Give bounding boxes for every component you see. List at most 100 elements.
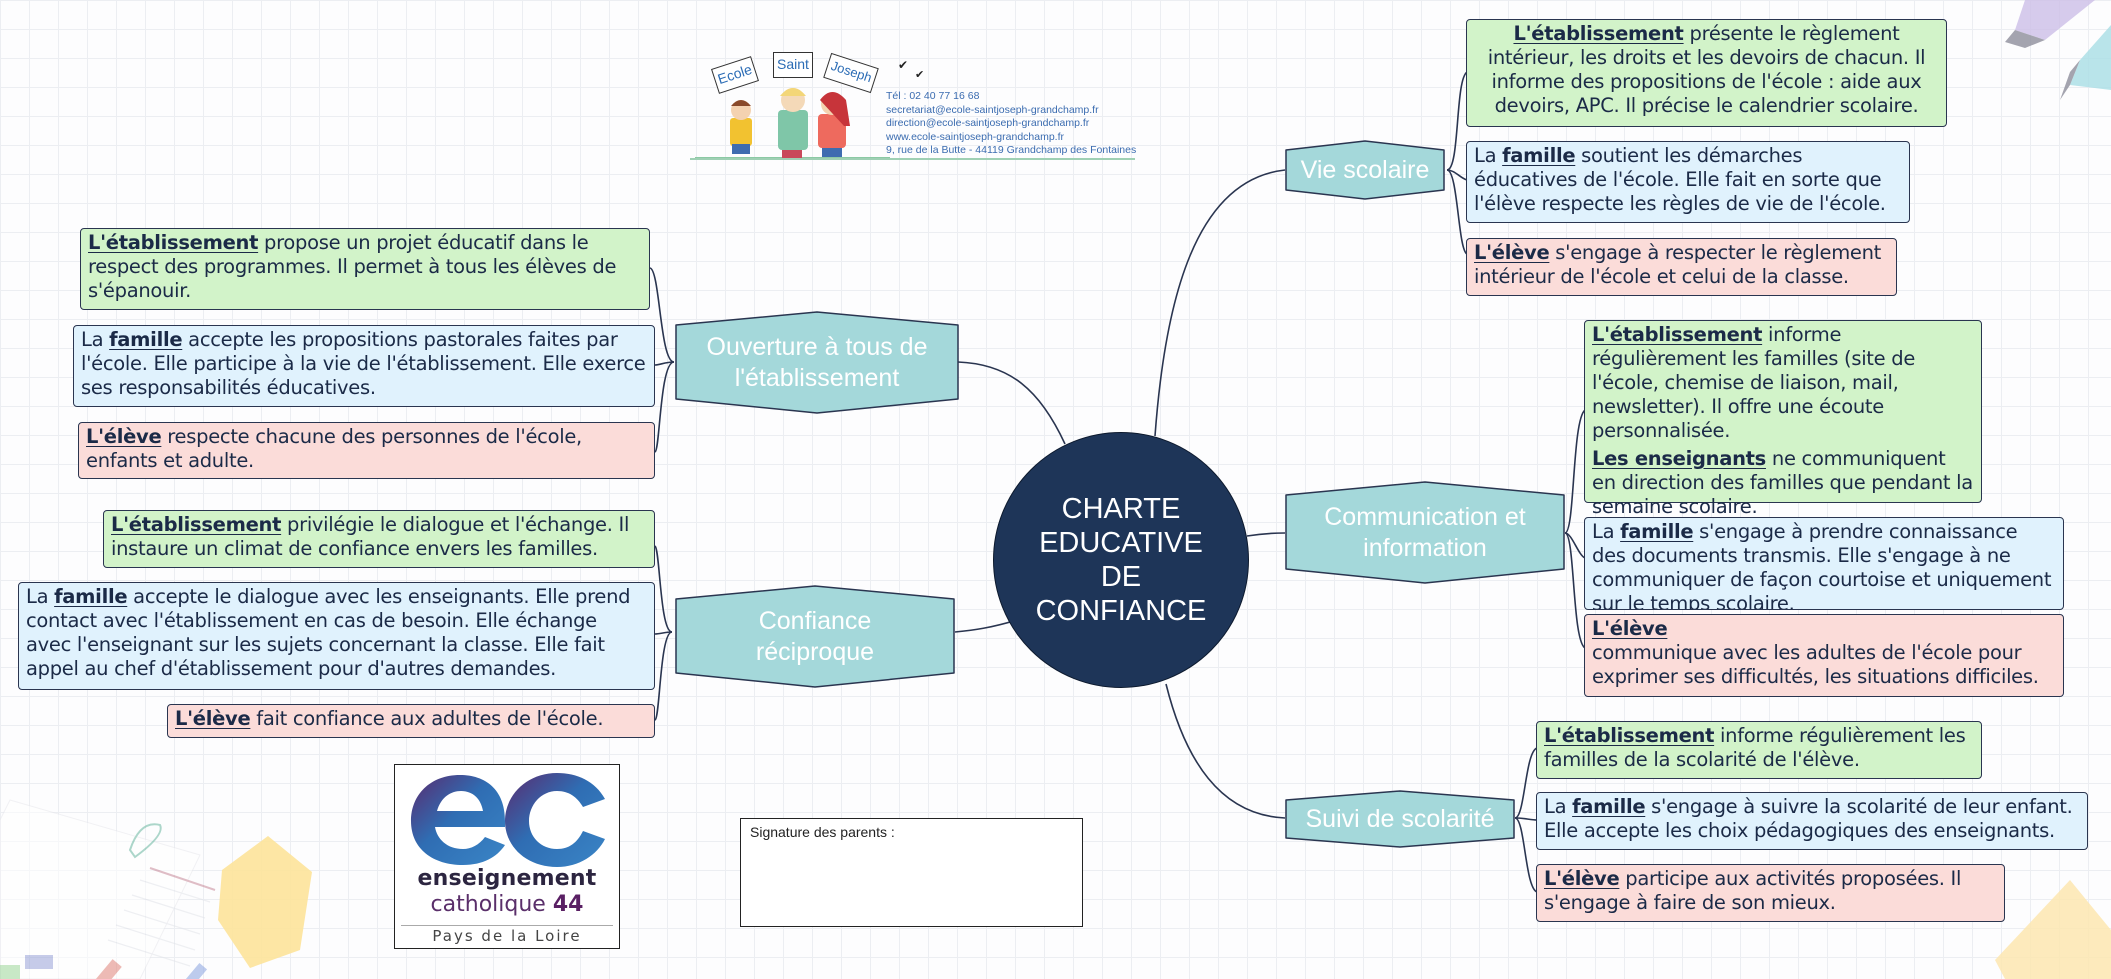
box-text: respecte chacune des personnes de l'écol… <box>86 425 582 472</box>
box-text: fait confiance aux adultes de l'école. <box>250 707 604 730</box>
topic-shape <box>1285 790 1515 848</box>
school-logo: Ecole Saint Joseph <box>690 48 890 163</box>
signature-box[interactable]: Signature des parents : <box>740 818 1083 927</box>
bird-icon: ✔ <box>915 68 925 81</box>
enseignement-catholique-logo: enseignement catholique 44 Pays de la Lo… <box>394 764 620 949</box>
vie-famille-box[interactable]: La famille soutient les démarches éducat… <box>1466 141 1910 223</box>
decor-sticky-note-corner <box>1995 880 2111 979</box>
topic-shape <box>675 311 959 414</box>
ec-logo-mark <box>411 773 605 867</box>
box-text: informe régulièrement les familles de la… <box>1544 724 1966 771</box>
contact-phone: Tél : 02 40 77 16 68 <box>886 90 980 102</box>
sign-saint: Saint <box>773 52 813 78</box>
keyword-enseignants: Les enseignants <box>1592 447 1766 470</box>
decor-notebook <box>0 799 312 979</box>
keyword-eleve: L'élève <box>1544 867 1620 890</box>
topic-confiance-label: Confiance réciproque <box>755 606 875 666</box>
signature-label: Signature des parents : <box>750 824 895 840</box>
ouverture-famille-box[interactable]: La famille accepte les propositions past… <box>73 325 655 407</box>
topic-suivi-label: Suivi de scolarité <box>1305 804 1495 833</box>
keyword-etablissement: L'établissement <box>111 513 282 536</box>
box-text-prefix: La <box>1474 144 1503 167</box>
keyword-eleve: L'élève <box>1474 241 1550 264</box>
decor-markers <box>2005 0 2111 100</box>
suivi-eleve-box[interactable]: L'élève participe aux activités proposée… <box>1536 864 2005 922</box>
communication-enseignants-para: Les enseignants ne communiquent en direc… <box>1592 447 1974 519</box>
keyword-famille: famille <box>109 328 183 351</box>
suivi-famille-box[interactable]: La famille s'engage à suivre la scolarit… <box>1536 792 2088 850</box>
header-underline <box>690 158 1135 160</box>
ec-logo-line2-text: catholique <box>430 892 546 917</box>
topic-shape <box>675 585 955 688</box>
sticky-note-yellow <box>218 836 312 968</box>
topic-vie-scolaire[interactable]: Vie scolaire <box>1284 140 1446 200</box>
communication-eleve-box[interactable]: L'élève communique avec les adultes de l… <box>1584 614 2064 697</box>
school-contact: Tél : 02 40 77 16 68 secretariat@ecole-s… <box>886 90 1136 158</box>
keyword-etablissement: L'établissement <box>1513 22 1684 45</box>
box-text: informe régulièrement les familles (site… <box>1592 323 1916 442</box>
ec-logo-line1: enseignement <box>417 866 597 891</box>
box-text: ne communiquent en direction des famille… <box>1592 447 1973 518</box>
contact-website[interactable]: www.ecole-saintjoseph-grandchamp.fr <box>886 130 1065 143</box>
keyword-etablissement: L'établissement <box>1592 323 1763 346</box>
keyword-eleve: L'élève <box>1592 617 1668 640</box>
ec-logo-line2: catholique 44 <box>395 892 619 917</box>
ouverture-eleve-box[interactable]: L'élève respecte chacune des personnes d… <box>78 422 655 479</box>
box-text: s'engage à suivre la scolarité de leur e… <box>1544 795 2073 842</box>
box-text: s'engage à prendre connaissance des docu… <box>1592 520 2052 610</box>
ec-logo-line3: Pays de la Loire <box>432 927 582 945</box>
contact-email-secretariat[interactable]: secretariat@ecole-saintjoseph-grandchamp… <box>886 103 1099 116</box>
confiance-etablissement-box[interactable]: L'établissement privilégie le dialogue e… <box>103 510 655 568</box>
ouverture-etablissement-box[interactable]: L'établissement propose un projet éducat… <box>80 228 650 310</box>
topic-ouverture[interactable]: Ouverture à tous de l'établissement <box>674 311 960 414</box>
keyword-famille: famille <box>1620 520 1694 543</box>
confiance-famille-box[interactable]: La famille accepte le dialogue avec les … <box>18 582 655 690</box>
keyword-etablissement: L'établissement <box>88 231 259 254</box>
children-illustration <box>695 88 890 159</box>
confiance-eleve-box[interactable]: L'élève fait confiance aux adultes de l'… <box>167 704 655 738</box>
bird-icon: ✔ <box>898 58 909 72</box>
box-text: communique avec les adultes de l'école p… <box>1592 641 2039 688</box>
suivi-etablissement-box[interactable]: L'établissement informe régulièrement le… <box>1536 721 1982 779</box>
topic-suivi[interactable]: Suivi de scolarité <box>1284 790 1516 848</box>
link-center-ouverture <box>957 361 1066 445</box>
box-text-prefix: La <box>1592 520 1621 543</box>
keyword-famille: famille <box>1502 144 1576 167</box>
keyword-etablissement: L'établissement <box>1544 724 1715 747</box>
contact-email-direction[interactable]: direction@ecole-saintjoseph-grandchamp.f… <box>886 117 1090 129</box>
box-text: propose un projet éducatif dans le respe… <box>88 231 617 302</box>
link-center-vie <box>1154 169 1286 437</box>
box-text: accepte les propositions pastorales fait… <box>81 328 646 399</box>
box-text: soutient les démarches éducatives de l'é… <box>1474 144 1886 215</box>
link-center-communication <box>1246 532 1286 537</box>
topic-shape <box>1285 481 1565 584</box>
contact-address: 9, rue de la Butte - 44119 Grandchamp de… <box>886 144 1137 156</box>
communication-etablissement-box[interactable]: L'établissement informe régulièrement le… <box>1584 320 1982 518</box>
communication-famille-box[interactable]: La famille s'engage à prendre connaissan… <box>1584 517 2064 610</box>
box-text-prefix: La <box>81 328 110 351</box>
box-text: s'engage à respecter le règlement intéri… <box>1474 241 1881 288</box>
box-text-prefix: La <box>26 585 55 608</box>
topic-communication-label: Communication et information <box>1324 502 1526 562</box>
central-node[interactable]: CHARTE EDUCATIVE DE CONFIANCE <box>993 432 1249 688</box>
box-text: présente le règlement intérieur, les dro… <box>1487 22 1926 117</box>
keyword-eleve: L'élève <box>86 425 162 448</box>
communication-etablissement-para: L'établissement informe régulièrement le… <box>1592 323 1974 443</box>
link-center-suivi <box>1165 683 1286 819</box>
box-text-prefix: La <box>1544 795 1573 818</box>
ec-logo-line2-number: 44 <box>552 892 584 917</box>
vie-eleve-box[interactable]: L'élève s'engage à respecter le règlemen… <box>1466 238 1897 296</box>
keyword-eleve: L'élève <box>175 707 251 730</box>
link-center-confiance <box>954 619 1018 633</box>
vie-etablissement-box[interactable]: L'établissement présente le règlement in… <box>1466 19 1947 127</box>
box-text: participe aux activités proposées. Il s'… <box>1544 867 1962 914</box>
box-text: privilégie le dialogue et l'échange. Il … <box>111 513 630 560</box>
central-node-title: CHARTE EDUCATIVE DE CONFIANCE <box>1035 493 1207 627</box>
ec-logo-divider <box>401 925 613 926</box>
topic-communication[interactable]: Communication et information <box>1284 481 1566 584</box>
topic-confiance[interactable]: Confiance réciproque <box>674 585 956 688</box>
topic-vie-scolaire-label: Vie scolaire <box>1300 155 1430 184</box>
keyword-famille: famille <box>54 585 128 608</box>
box-text: accepte le dialogue avec les enseignants… <box>26 585 631 680</box>
topic-shape <box>1285 140 1445 200</box>
